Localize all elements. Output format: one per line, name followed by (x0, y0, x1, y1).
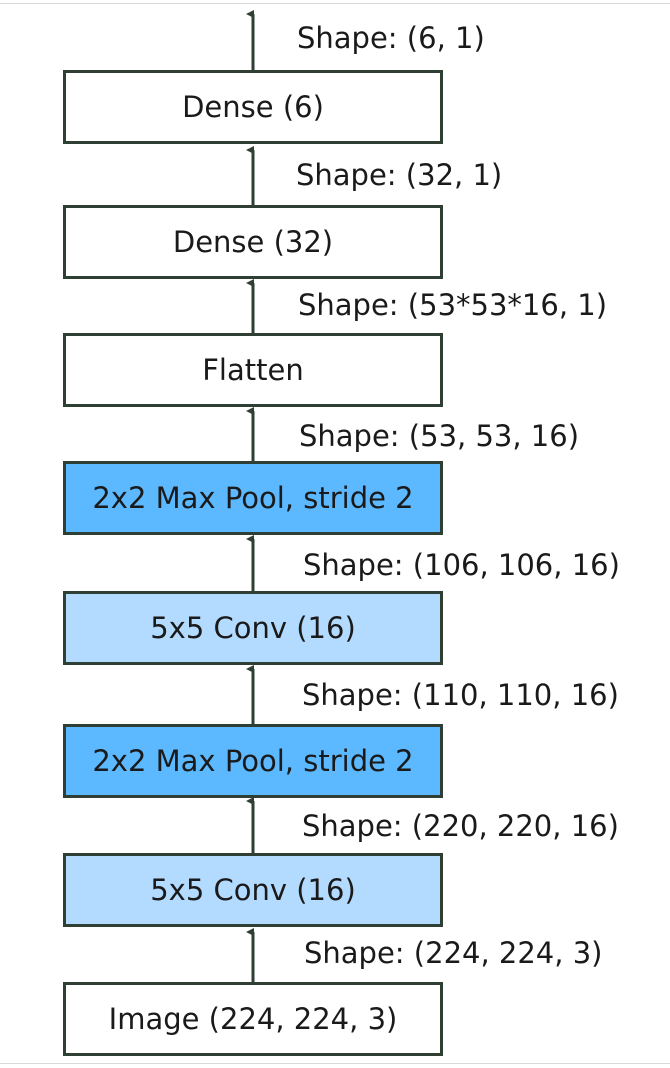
layer-dense-6: Dense (6) (63, 70, 443, 144)
shape-label-dense32-out: Shape: (32, 1) (296, 158, 503, 192)
bottom-divider (0, 1063, 670, 1064)
layer-conv-1: 5x5 Conv (16) (63, 853, 443, 927)
layer-conv-2: 5x5 Conv (16) (63, 591, 443, 665)
layer-maxpool-2: 2x2 Max Pool, stride 2 (63, 461, 443, 535)
layer-image-input: Image (224, 224, 3) (63, 982, 443, 1056)
shape-label-image-out: Shape: (224, 224, 3) (304, 936, 603, 970)
shape-label-conv2-out: Shape: (106, 106, 16) (303, 548, 620, 582)
top-divider (0, 3, 670, 4)
shape-label-pool2-out: Shape: (53, 53, 16) (299, 419, 580, 453)
shape-label-flatten-out: Shape: (53*53*16, 1) (298, 288, 608, 322)
layer-flatten: Flatten (63, 333, 443, 407)
layer-maxpool-1: 2x2 Max Pool, stride 2 (63, 724, 443, 798)
layer-dense-32: Dense (32) (63, 205, 443, 279)
shape-label-output: Shape: (6, 1) (297, 21, 485, 55)
shape-label-conv1-out: Shape: (220, 220, 16) (302, 809, 619, 843)
shape-label-pool1-out: Shape: (110, 110, 16) (302, 678, 619, 712)
